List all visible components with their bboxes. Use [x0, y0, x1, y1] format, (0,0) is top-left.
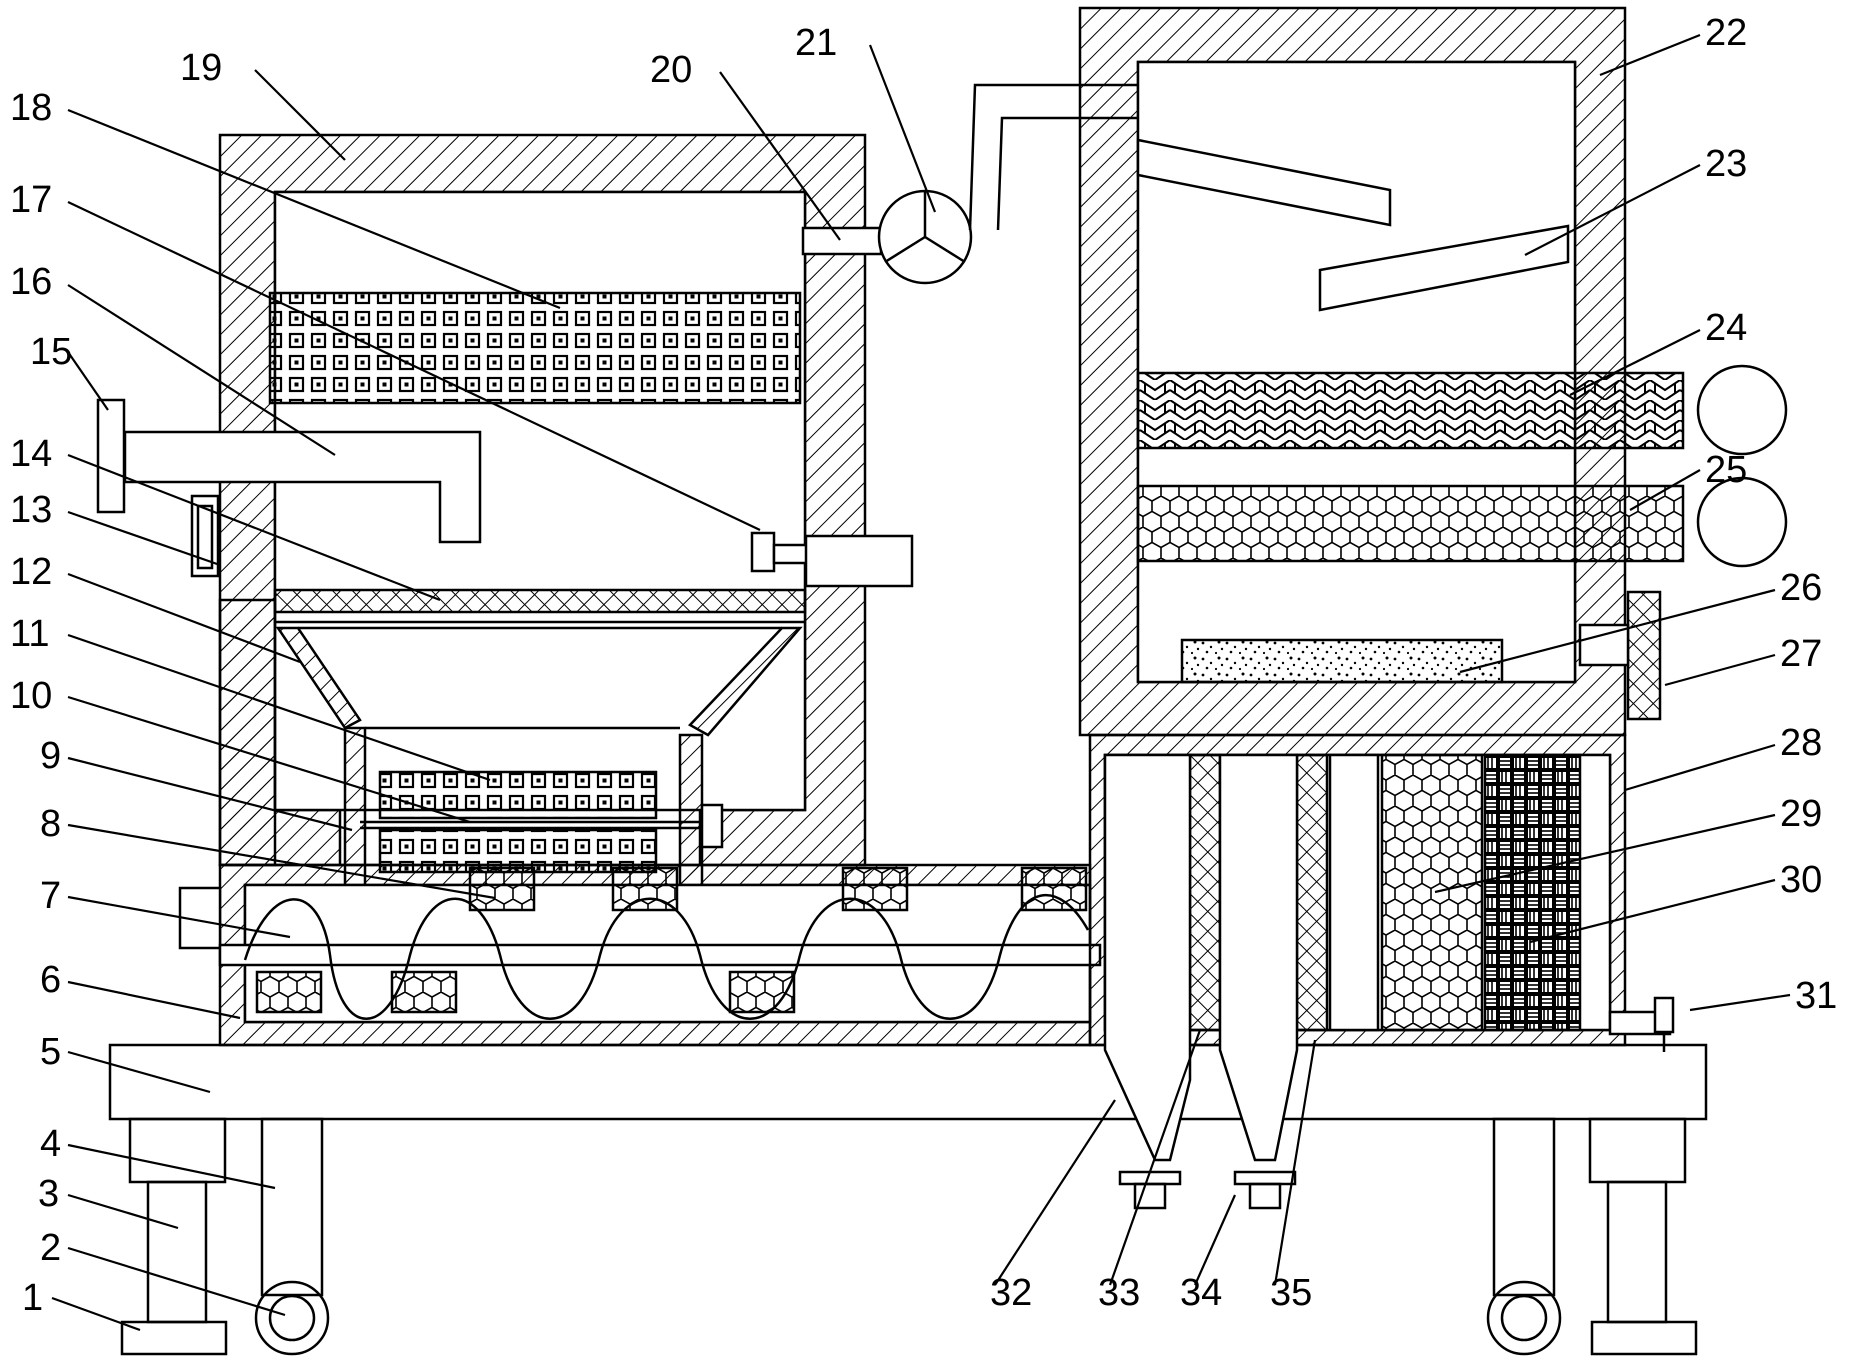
callout-label-23: 23 [1705, 143, 1747, 185]
callout-label-8: 8 [40, 803, 61, 845]
foot-right [1590, 1320, 1698, 1356]
callout-label-33: 33 [1098, 1272, 1140, 1314]
hex-block-6 [390, 970, 458, 1014]
callout-label-16: 16 [10, 261, 52, 303]
conveyor-shaft [218, 943, 1102, 967]
hex-block-4 [1020, 866, 1088, 912]
absorbent-pad [1180, 638, 1504, 684]
baffle-lower [1318, 224, 1570, 312]
callout-label-2: 2 [40, 1227, 61, 1269]
wheel-left [254, 1280, 330, 1356]
callout-label-15: 15 [30, 331, 72, 373]
callout-label-21: 21 [795, 22, 837, 64]
callout-label-17: 17 [10, 179, 52, 221]
leg-right-rod [1606, 1180, 1668, 1324]
callout-label-29: 29 [1780, 793, 1822, 835]
callout-label-10: 10 [10, 675, 52, 717]
foot-left [120, 1320, 228, 1356]
callout-label-11: 11 [10, 613, 49, 655]
hex-block-1 [468, 866, 536, 912]
callout-label-12: 12 [10, 551, 52, 593]
callout-label-7: 7 [40, 875, 61, 917]
callout-label-13: 13 [10, 489, 52, 531]
leg-right-upper [1588, 1117, 1687, 1184]
callout-label-6: 6 [40, 959, 61, 1001]
filter-column-29 [1380, 753, 1484, 1032]
mesh-screen [273, 588, 807, 614]
hopper-left [1103, 753, 1192, 1162]
inlet-valve [96, 398, 126, 514]
callout-label-1: 1 [22, 1277, 43, 1319]
baffle-upper [1136, 138, 1392, 227]
callout-label-19: 19 [180, 47, 222, 89]
callout-label-34: 34 [1180, 1272, 1222, 1314]
filter-column-33 [1188, 753, 1222, 1032]
wheel-right [1486, 1280, 1562, 1356]
roller-24 [1696, 364, 1788, 456]
hopper-right [1218, 753, 1299, 1162]
filter-drum-upper [378, 770, 658, 820]
callout-label-4: 4 [40, 1123, 61, 1165]
callout-label-20: 20 [650, 49, 692, 91]
filter-column-30 [1483, 753, 1582, 1032]
hex-block-3 [841, 866, 909, 912]
filter-column-35 [1295, 753, 1329, 1032]
motor-box-lower [700, 803, 724, 849]
hex-block-2 [611, 866, 679, 912]
hex-block-7 [728, 970, 796, 1014]
wheel-bracket-left [260, 1117, 324, 1297]
funnel [275, 626, 362, 730]
filter-layer-25 [1136, 484, 1685, 563]
hex-block-5 [255, 970, 323, 1014]
callout-label-3: 3 [38, 1173, 59, 1215]
callout-label-28: 28 [1780, 722, 1822, 764]
fan-inlet-pipe [801, 226, 883, 256]
callout-label-18: 18 [10, 87, 52, 129]
leg-left-rod [146, 1180, 208, 1324]
callout-label-9: 9 [40, 735, 61, 777]
leg-left-upper [128, 1117, 227, 1184]
callout-label-14: 14 [10, 433, 52, 475]
base-platform [108, 1043, 1708, 1121]
callout-label-24: 24 [1705, 307, 1747, 349]
callout-label-25: 25 [1705, 449, 1747, 491]
callout-label-31: 31 [1795, 975, 1837, 1017]
motor-box-upper [804, 534, 914, 588]
callout-label-27: 27 [1780, 633, 1822, 675]
callout-label-32: 32 [990, 1272, 1032, 1314]
partition-plate [1328, 753, 1380, 1032]
side-plug [1626, 590, 1662, 721]
upper-filter-plate [268, 291, 802, 405]
callout-label-26: 26 [1780, 567, 1822, 609]
drain-valve [1233, 1170, 1297, 1186]
callout-label-35: 35 [1270, 1272, 1312, 1314]
filter-layer-24 [1136, 371, 1685, 450]
callout-label-30: 30 [1780, 859, 1822, 901]
roller-25 [1696, 476, 1788, 568]
wheel-bracket-right [1492, 1117, 1556, 1297]
callout-label-22: 22 [1705, 12, 1747, 54]
callout-label-5: 5 [40, 1031, 61, 1073]
spray-nozzle [750, 531, 776, 573]
